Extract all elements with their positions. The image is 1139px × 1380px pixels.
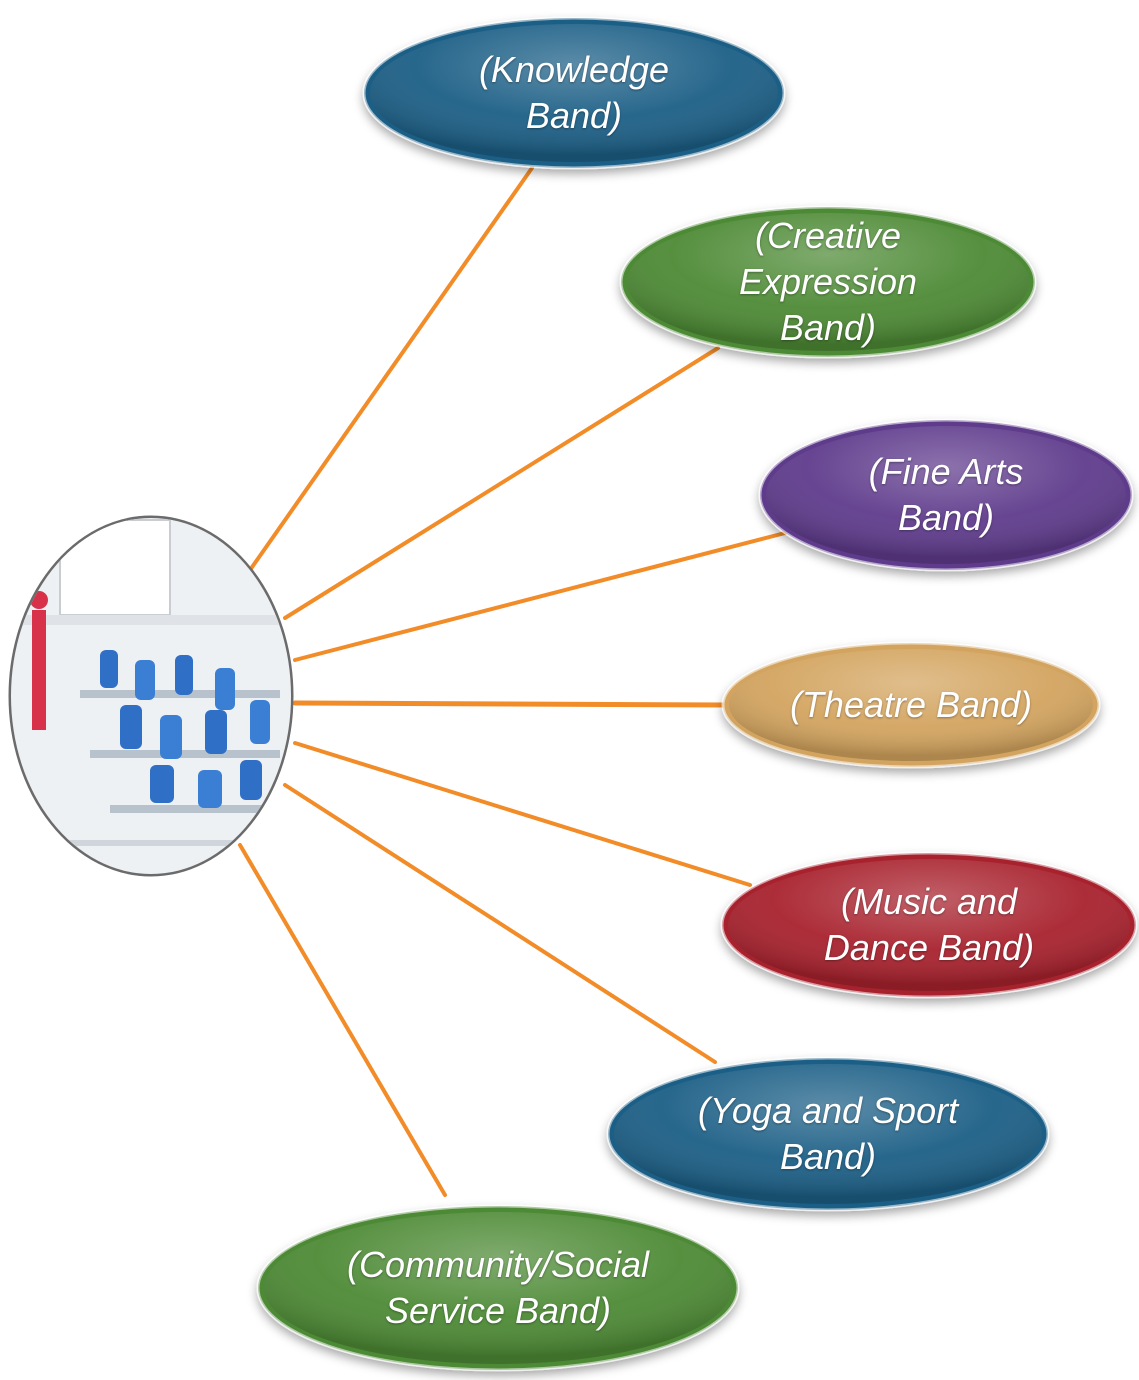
connector-line-music-dance	[293, 741, 752, 887]
connector-line-theatre	[292, 700, 728, 708]
band-oval-music-dance	[720, 851, 1138, 999]
connector-line-knowledge	[248, 166, 534, 572]
connector-line-creative-expression	[283, 346, 720, 620]
classroom-photo-icon	[8, 515, 294, 877]
band-oval-community-service	[256, 1204, 740, 1372]
connector-lines	[238, 166, 787, 1197]
band-oval-knowledge	[362, 16, 786, 170]
band-ovals	[256, 16, 1138, 1372]
connector-line-yoga-sport	[283, 783, 717, 1064]
band-oval-theatre	[721, 641, 1101, 769]
connector-line-community-service	[238, 843, 447, 1197]
band-oval-fine-arts	[758, 418, 1134, 572]
band-oval-yoga-sport	[606, 1056, 1050, 1212]
band-oval-creative-expression	[619, 205, 1037, 359]
connector-line-fine-arts	[293, 531, 787, 662]
